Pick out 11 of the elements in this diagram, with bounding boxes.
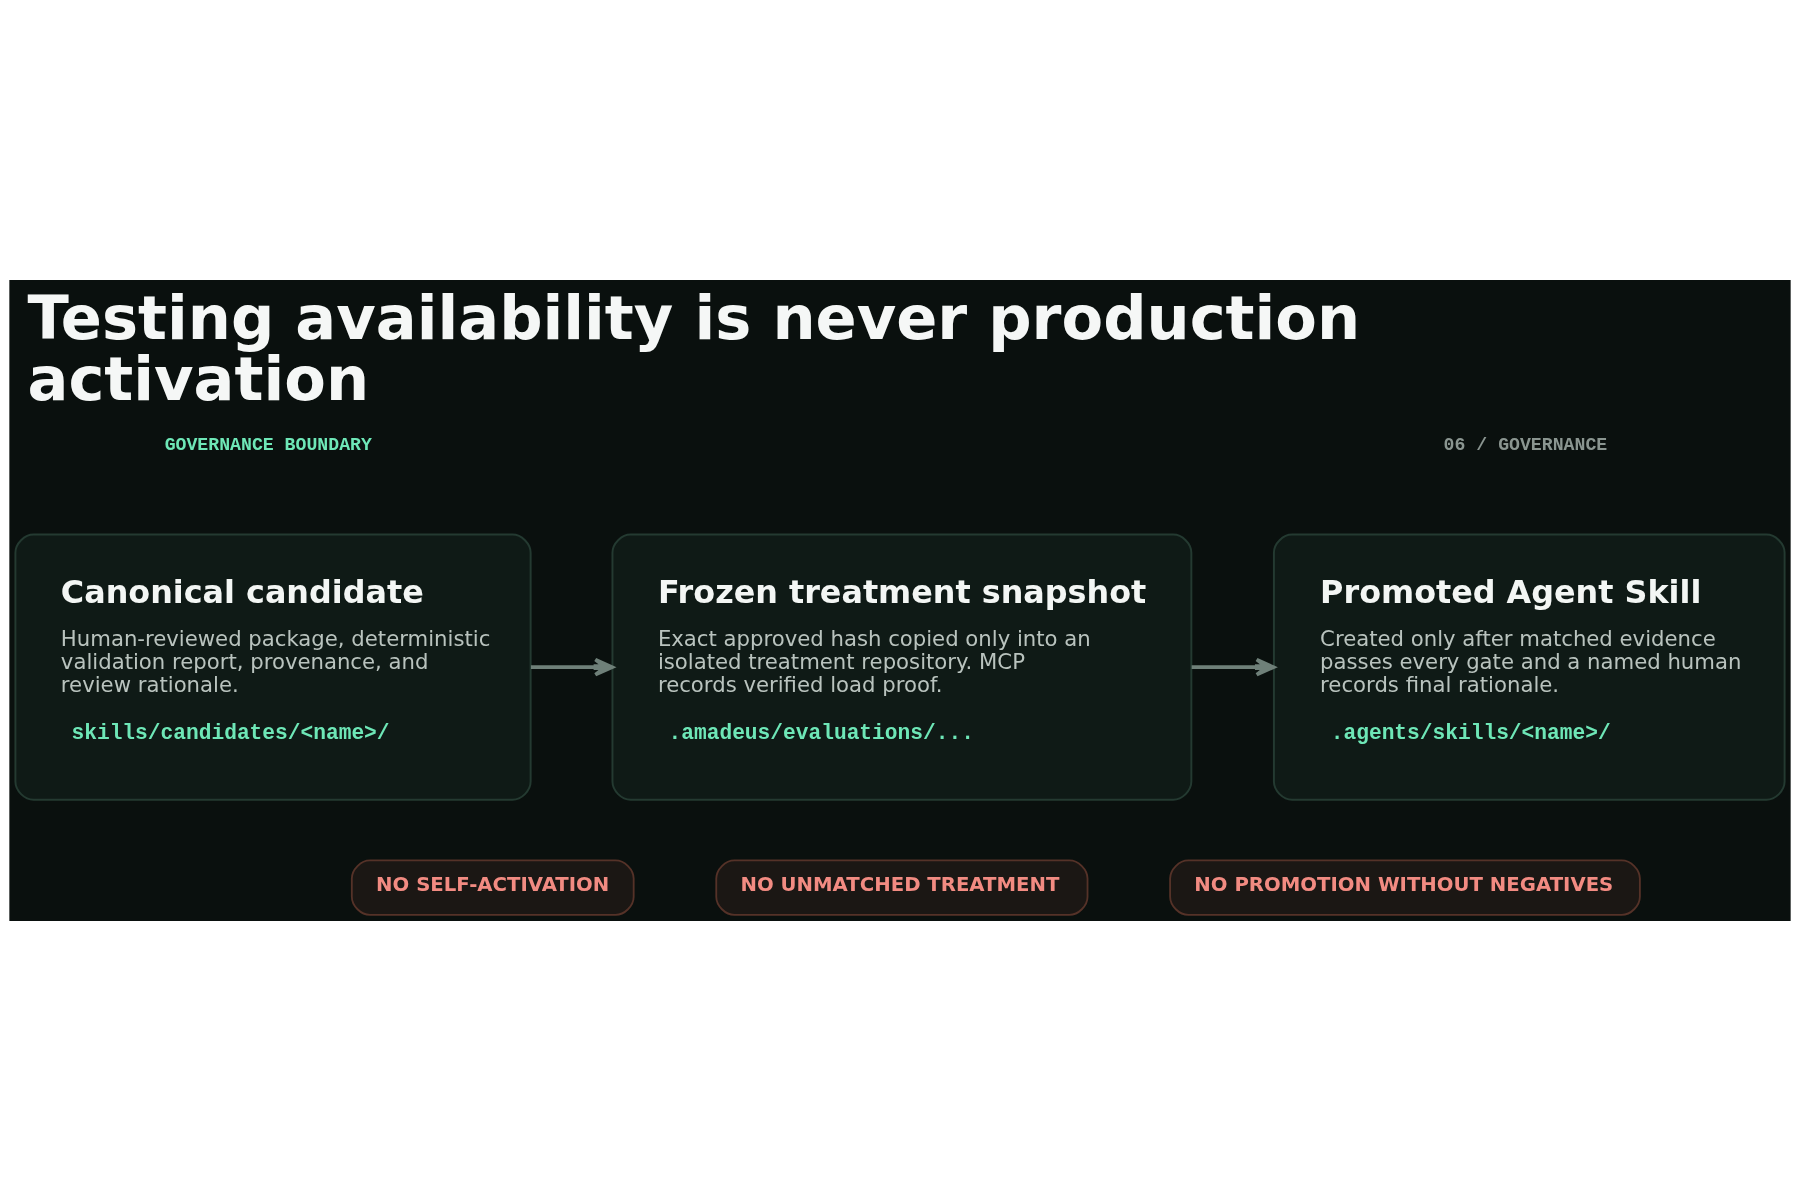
arrow [1191,657,1276,676]
node-box: NO UNMATCHED TREATMENT [715,859,1089,916]
diagram-title: Testing availability is never production activation [27,282,1361,414]
node-box: Canonical candidate Human-reviewed package, deterministic validation report, provenance, and review rationale. skills/candidates/<name>/ [14,533,532,801]
node-box: NO PROMOTION WITHOUT NEGATIVES [1169,859,1641,916]
label: GOVERNANCE BOUNDARY [164,434,372,455]
arrow [530,657,614,676]
node-box: Frozen treatment snapshot Exact approved hash copied only into an isolated treatment repository. MCP records verified load proof. .amadeus/evaluations/... [611,533,1193,801]
node-box: NO SELF-ACTIVATION [350,859,635,916]
label: 06 / GOVERNANCE [1443,434,1608,455]
node-box: Promoted Agent Skill Created only after matched evidence passes every gate and a named human records final rationale. .agents/skills/<name>/ [1272,533,1786,801]
